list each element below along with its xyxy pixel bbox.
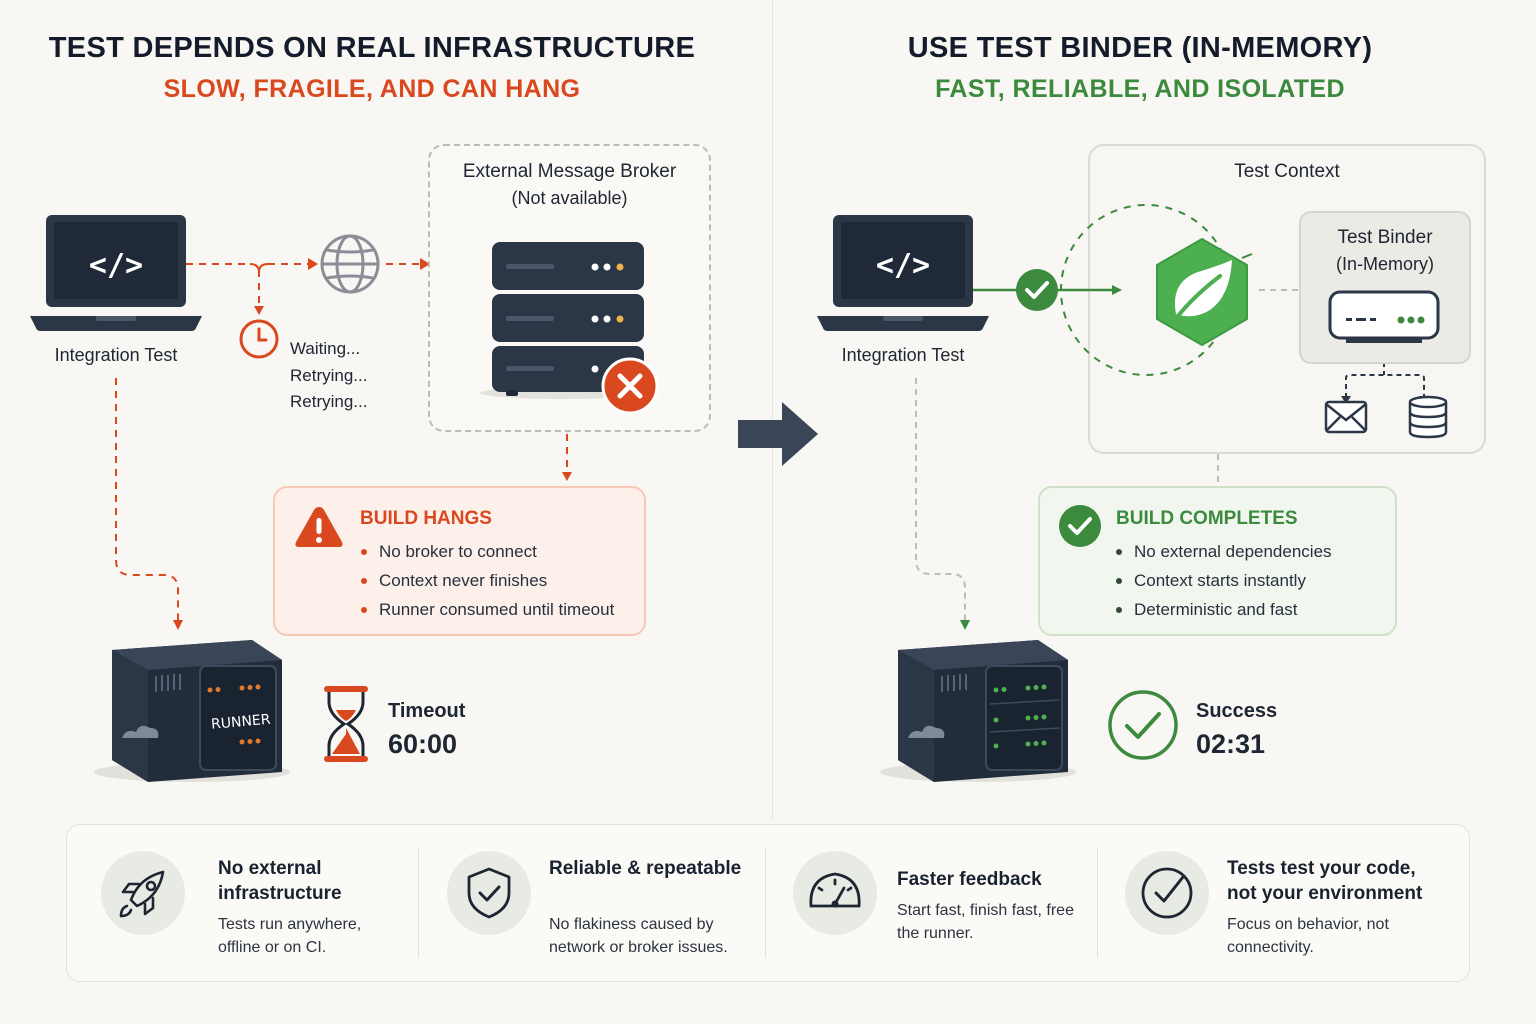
test-context-title: Test Context	[1234, 161, 1340, 182]
router-device-icon	[1328, 290, 1440, 343]
success-time: 02:31	[1196, 729, 1266, 759]
check-circle-icon	[1059, 505, 1101, 547]
svg-text:</>: </>	[89, 248, 143, 283]
feature-icon-circle	[1125, 851, 1209, 935]
list-item: No external dependencies	[1114, 542, 1332, 562]
left-connectors	[115, 258, 572, 630]
database-icon	[1408, 395, 1448, 439]
status-waiting: Waiting...	[290, 339, 361, 358]
feature-title: Tests test your code, not your environme…	[1227, 858, 1423, 904]
build-completes-alert: BUILD COMPLETES No external dependencies…	[1038, 486, 1397, 636]
feature-title: Reliable & repeatable	[549, 858, 742, 879]
list-item: Deterministic and fast	[1114, 600, 1332, 620]
feature-separator	[418, 848, 419, 958]
timeout-time: 60:00	[388, 729, 458, 759]
feature-icon-circle	[101, 851, 185, 935]
feature-icon-circle	[793, 851, 877, 935]
speedometer-icon	[809, 872, 861, 908]
hourglass-icon	[324, 686, 368, 762]
success-check-circle-icon	[1108, 690, 1178, 760]
feature-icon-circle	[447, 851, 531, 935]
shield-check-icon	[467, 867, 511, 919]
feature-title: No external infrastructure	[218, 858, 342, 904]
runner-text: RUNNER	[210, 712, 271, 733]
list-item: Runner consumed until timeout	[359, 600, 614, 620]
left-laptop-label: Integration Test	[54, 345, 178, 365]
check-circle-icon	[1141, 867, 1193, 919]
status-retrying-2: Retrying...	[290, 392, 368, 411]
status-retrying-1: Retrying...	[290, 365, 368, 385]
spring-leaf-icon	[1156, 238, 1253, 346]
arrow-right-icon	[738, 402, 818, 466]
timeout-label: Timeout	[388, 700, 466, 722]
build-completes-title: BUILD COMPLETES	[1116, 508, 1298, 529]
laptop-code-icon: </>	[30, 215, 202, 331]
clock-icon	[239, 319, 279, 359]
runner-server-icon	[880, 640, 1076, 782]
warning-triangle-icon	[295, 507, 343, 547]
build-hangs-alert: BUILD HANGS No broker to connect Context…	[273, 486, 646, 636]
laptop-code-icon: </>	[817, 215, 989, 331]
left-title: TEST DEPENDS ON REAL INFRASTRUCTURE	[48, 32, 696, 64]
test-binder-title: Test Binder	[1337, 227, 1433, 248]
status-lines: Waiting... Retrying... Retrying...	[290, 336, 367, 416]
broker-status: (Not available)	[511, 188, 628, 208]
feature-desc: Start fast, finish fast, free the runner…	[897, 902, 1074, 942]
right-title: USE TEST BINDER (IN-MEMORY)	[907, 32, 1373, 64]
broker-title: External Message Broker	[462, 161, 677, 182]
build-completes-list: No external dependencies Context starts …	[1114, 542, 1332, 629]
features-panel	[66, 824, 1470, 982]
build-hangs-list: No broker to connect Context never finis…	[359, 542, 614, 629]
svg-text:</>: </>	[876, 248, 930, 283]
globe-icon	[320, 234, 380, 294]
feature-desc: No flakiness caused by network or broker…	[549, 916, 728, 956]
list-item: Context starts instantly	[1114, 571, 1332, 591]
feature-desc: Focus on behavior, not connectivity.	[1227, 916, 1389, 956]
left-subtitle: SLOW, FRAGILE, AND CAN HANG	[163, 75, 581, 103]
feature-separator	[765, 848, 766, 958]
feature-desc: Tests run anywhere, offline or on CI.	[218, 916, 362, 956]
right-subtitle: FAST, RELIABLE, AND ISOLATED	[935, 75, 1345, 103]
list-item: Context never finishes	[359, 571, 614, 591]
success-label: Success	[1196, 700, 1278, 722]
error-x-icon	[601, 357, 659, 415]
center-divider	[772, 0, 773, 820]
envelope-icon	[1324, 400, 1368, 434]
test-binder-sub: (In-Memory)	[1336, 254, 1434, 274]
feature-title: Faster feedback	[897, 869, 1042, 890]
feature-separator	[1097, 848, 1098, 958]
right-laptop-label: Integration Test	[841, 345, 965, 365]
runner-server-icon: RUNNER	[94, 640, 290, 782]
list-item: No broker to connect	[359, 542, 614, 562]
rocket-icon	[119, 870, 165, 918]
build-hangs-title: BUILD HANGS	[360, 508, 492, 529]
check-icon	[1016, 269, 1058, 311]
